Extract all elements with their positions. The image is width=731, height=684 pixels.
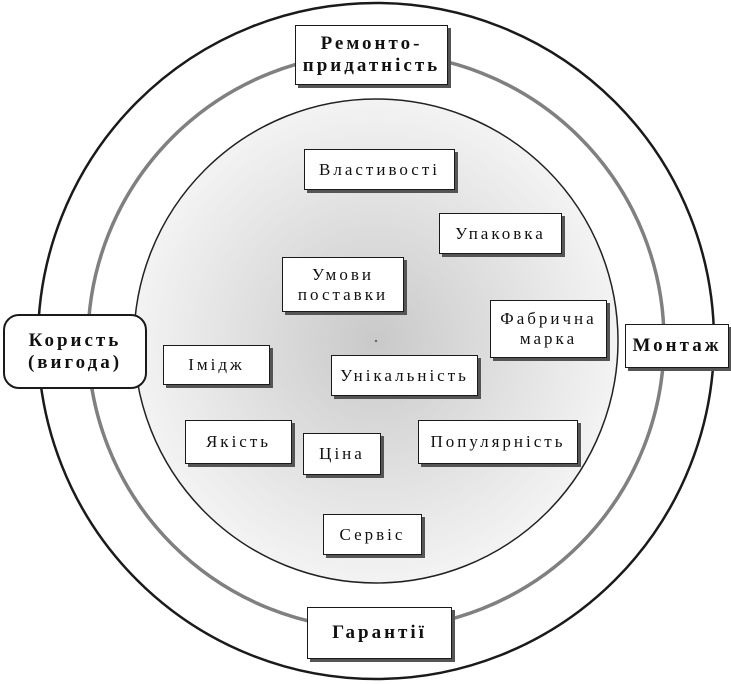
box-montazh: Монтаж [625, 324, 729, 368]
box-imidzh: Імідж [163, 345, 270, 385]
box-populiarnist: Популярність [418, 420, 578, 464]
box-remontopryd: Ремонто- придатність [295, 25, 448, 85]
box-fabrychna-marka: Фабрична марка [490, 300, 607, 358]
box-tsina: Ціна [303, 433, 381, 475]
box-harantii: Гарантії [307, 607, 452, 659]
box-umovy-postavky: Умови поставки [282, 257, 404, 312]
box-yakist: Якість [185, 420, 292, 464]
box-servis: Сервіс [323, 514, 422, 555]
center-dot [374, 339, 378, 343]
box-upakovka: Упаковка [439, 213, 562, 254]
box-vlastyvosti: Властивості [304, 149, 455, 190]
box-benefit: Користь (вигода) [3, 314, 147, 389]
box-unikalnist: Унікальність [331, 355, 478, 396]
